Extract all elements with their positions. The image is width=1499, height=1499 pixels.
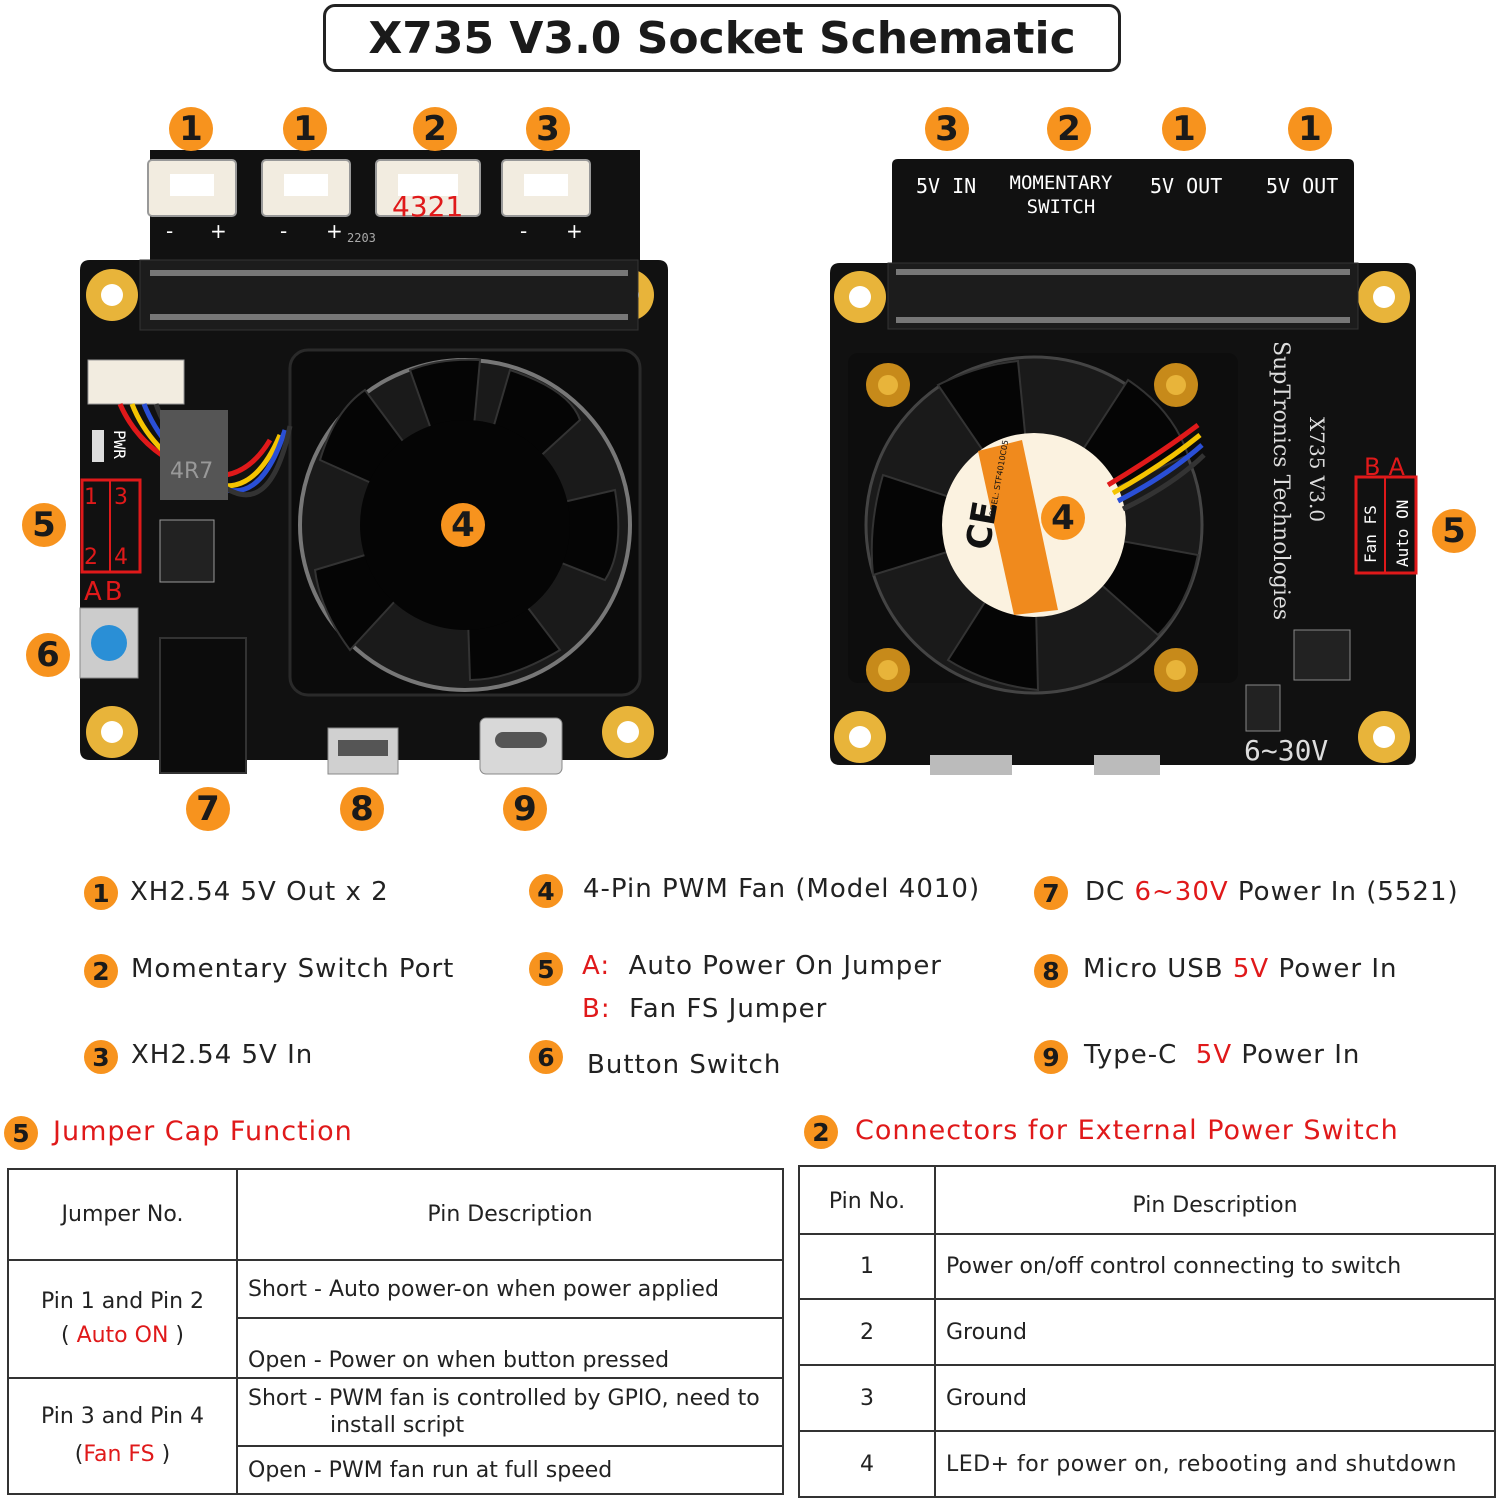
legend-item-7: DC 6~30V Power In (5521) xyxy=(1085,877,1459,907)
section-badge-2: 2 xyxy=(804,1115,838,1149)
svg-text:-: - xyxy=(166,219,173,243)
badge-7: 7 xyxy=(186,787,230,831)
chip xyxy=(1245,684,1281,732)
jumper-table-title: Jumper Cap Function xyxy=(53,1116,353,1147)
badge-5: 5 xyxy=(22,503,66,547)
badge-9: 9 xyxy=(503,787,547,831)
legend-item-1: XH2.54 5V Out x 2 xyxy=(130,877,389,907)
inductor xyxy=(160,410,228,500)
badge-6: 6 xyxy=(26,633,70,677)
jumper-ab-label: BA xyxy=(1364,453,1413,481)
table-header: Pin Description xyxy=(236,1168,784,1261)
legend-item-6: Button Switch xyxy=(587,1050,782,1080)
svg-text:+: + xyxy=(566,219,583,243)
badge-5: 5 xyxy=(1432,509,1476,553)
model-silkscreen: X735 V3.0 xyxy=(1305,417,1329,522)
legend-badge-8: 8 xyxy=(1034,954,1068,988)
port-label-5v-out: 5V OUT xyxy=(1266,174,1338,198)
badge-1: 1 xyxy=(283,107,327,151)
left-board-diagram: 4321 2203 - + - + - + 4R7 PWR 1 3 2 4 AB xyxy=(79,150,668,775)
ce-mark: CE xyxy=(958,498,1006,552)
chip xyxy=(1293,629,1351,681)
table-cell-pin: 3 xyxy=(798,1364,936,1432)
table-cell-desc: Open - PWM fan run at full speed xyxy=(236,1445,784,1495)
badge-2: 2 xyxy=(1047,107,1091,151)
legend-badge-3: 3 xyxy=(84,1040,118,1074)
dc-jack xyxy=(159,637,247,774)
page-title: X735 V3.0 Socket Schematic xyxy=(323,4,1121,72)
table-cell-desc: Open - Power on when button pressed xyxy=(236,1317,784,1379)
badge-1: 1 xyxy=(169,107,213,151)
silkscreen-pwr: PWR xyxy=(110,430,129,459)
jumper-table: Jumper No. Pin Description Pin 1 and Pin… xyxy=(7,1168,784,1495)
chip xyxy=(159,519,215,583)
svg-text:-: - xyxy=(280,219,287,243)
table-cell-jumper: Pin 1 and Pin 2 ( Auto ON ) xyxy=(7,1259,238,1379)
badge-1: 1 xyxy=(1288,107,1332,151)
section-badge-5: 5 xyxy=(4,1116,38,1150)
legend-badge-4: 4 xyxy=(529,874,563,908)
table-cell-desc: LED+ for power on, rebooting and shutdow… xyxy=(934,1430,1496,1498)
legend-item-5a: A: Auto Power On Jumper xyxy=(582,951,943,981)
type-c-port xyxy=(930,755,1012,775)
port-label-5v-out: 5V OUT xyxy=(1150,174,1222,198)
silkscreen-2203: 2203 xyxy=(347,231,376,245)
port-label-momentary-switch: MOMENTARY SWITCH xyxy=(1009,172,1113,218)
svg-text:3: 3 xyxy=(114,485,128,510)
voltage-silkscreen: 6~30V xyxy=(1244,734,1328,767)
table-cell-pin: 1 xyxy=(798,1233,936,1300)
right-board-diagram: 5V IN MOMENTARY SWITCH 5V OUT 5V OUT CE … xyxy=(830,159,1418,775)
badge-4: 4 xyxy=(1041,496,1085,540)
table-header: Pin No. xyxy=(798,1165,936,1235)
table-cell-desc: Ground xyxy=(934,1298,1496,1366)
legend-badge-5: 5 xyxy=(529,952,563,986)
legend-badge-1: 1 xyxy=(84,876,118,910)
table-header: Jumper No. xyxy=(7,1168,238,1261)
badge-8: 8 xyxy=(340,787,384,831)
fan-connector xyxy=(87,359,185,405)
legend-badge-2: 2 xyxy=(84,954,118,988)
svg-text:2: 2 xyxy=(84,545,98,570)
svg-text:+: + xyxy=(210,219,227,243)
table-cell-desc: Ground xyxy=(934,1364,1496,1432)
legend-badge-7: 7 xyxy=(1034,876,1068,910)
svg-text:+: + xyxy=(326,219,343,243)
brand-silkscreen: SupTronics Technologies xyxy=(1268,341,1293,620)
table-cell-desc: Short - PWM fan is controlled by GPIO, n… xyxy=(236,1377,784,1447)
table-header: Pin Description xyxy=(934,1165,1496,1235)
badge-4: 4 xyxy=(441,503,485,547)
jumper-fan-fs-text: Fan FS xyxy=(1361,505,1380,563)
legend-badge-9: 9 xyxy=(1034,1040,1068,1074)
svg-text:4: 4 xyxy=(114,545,128,570)
table-cell-pin: 2 xyxy=(798,1298,936,1366)
jumper-auto-on-text: Auto ON xyxy=(1393,500,1412,567)
table-cell-desc: Power on/off control connecting to switc… xyxy=(934,1233,1496,1300)
table-cell-pin: 4 xyxy=(798,1430,936,1498)
legend-item-4: 4-Pin PWM Fan (Model 4010) xyxy=(583,874,981,904)
badge-3: 3 xyxy=(526,107,570,151)
svg-text:1: 1 xyxy=(84,485,98,510)
micro-usb-port xyxy=(1094,755,1160,775)
switch-table-title: Connectors for External Power Switch xyxy=(855,1115,1399,1146)
switch-table: Pin No. Pin Description 1 Power on/off c… xyxy=(798,1165,1496,1498)
legend-item-2: Momentary Switch Port xyxy=(131,954,455,984)
legend-badge-6: 6 xyxy=(529,1040,563,1074)
legend-item-5b: B: Fan FS Jumper xyxy=(582,994,828,1024)
badge-3: 3 xyxy=(925,107,969,151)
jumper-ab-label: AB xyxy=(84,577,126,607)
badge-1: 1 xyxy=(1162,107,1206,151)
table-cell-jumper: Pin 3 and Pin 4 (Fan FS ) xyxy=(7,1377,238,1495)
legend-item-3: XH2.54 5V In xyxy=(131,1040,314,1070)
table-cell-desc: Short - Auto power-on when power applied xyxy=(236,1259,784,1319)
svg-text:-: - xyxy=(520,219,527,243)
legend-item-8: Micro USB 5V Power In xyxy=(1083,954,1398,984)
badge-2: 2 xyxy=(413,107,457,151)
port-label-5v-in: 5V IN xyxy=(916,174,976,198)
connector-pin-numbers: 4321 xyxy=(392,190,463,223)
svg-text:4R7: 4R7 xyxy=(170,459,213,484)
legend-item-9: Type-C 5V Power In xyxy=(1084,1040,1361,1070)
